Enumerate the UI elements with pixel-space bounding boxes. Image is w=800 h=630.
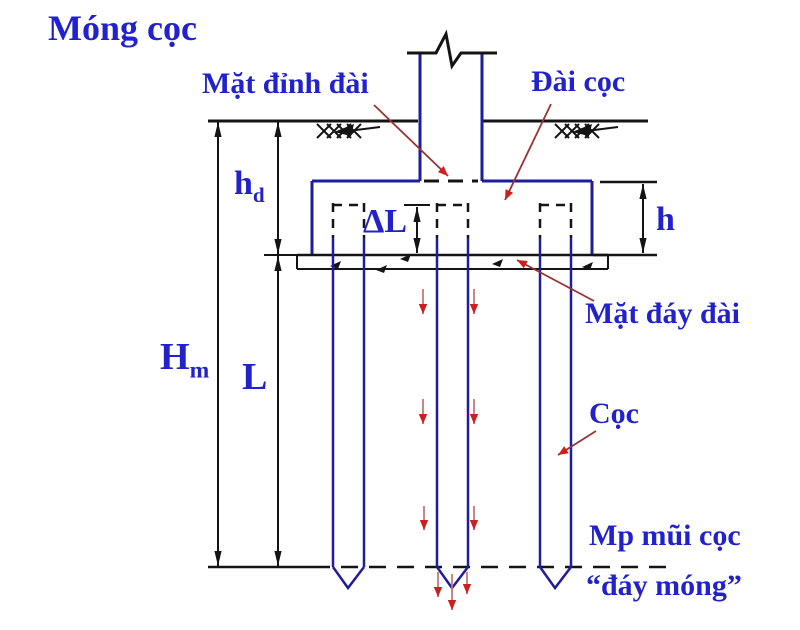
- pile-head-hidden-outline: [435, 203, 470, 238]
- column-break-symbol: [407, 29, 497, 70]
- label-pile-tip-plane: Mp mũi cọc: [589, 519, 741, 552]
- soil-hatch-icon: [316, 123, 381, 139]
- dim-Hm-main: H: [160, 336, 190, 378]
- leader-arrow-cap-bottom: [516, 259, 595, 302]
- dim-label-Hm: Hm: [160, 336, 209, 382]
- page-title: Móng cọc: [48, 8, 197, 48]
- dim-label-hd: hd: [234, 165, 265, 206]
- label-pile-cap-top: Mặt đỉnh đài: [202, 67, 369, 100]
- pad-mark: [376, 265, 387, 273]
- soil-hatch-icon: [554, 123, 619, 139]
- pile-2: [435, 238, 470, 591]
- pad-mark: [330, 261, 341, 269]
- label-pile: Cọc: [589, 397, 639, 430]
- friction-arrows: [418, 289, 479, 530]
- pad-mark: [400, 254, 411, 262]
- dim-hd-main: h: [234, 165, 253, 202]
- leader-arrow-pile-cap: [504, 103, 552, 201]
- dim-hd-sub: d: [252, 182, 265, 207]
- pile-1: [331, 238, 366, 591]
- pile-tip-load-arrows: [433, 572, 472, 610]
- pad-mark: [492, 259, 503, 267]
- pile-3: [538, 238, 573, 591]
- label-pile-cap-bottom: Mặt đáy đài: [585, 297, 741, 330]
- dim-label-dL: ΔL: [363, 203, 407, 240]
- leader-arrow-pile: [557, 430, 597, 456]
- label-pile-cap: Đài cọc: [531, 65, 626, 98]
- dim-label-L: L: [242, 356, 268, 398]
- pile-head-hidden-outline: [538, 203, 573, 238]
- leader-arrow-cap-top: [373, 104, 449, 177]
- pile-head-hidden-outline: [331, 203, 366, 238]
- dim-label-h: h: [656, 201, 675, 238]
- dim-Hm-sub: m: [189, 357, 210, 384]
- pad-mark: [582, 262, 593, 270]
- label-foundation-bottom: “đáy móng”: [586, 569, 742, 602]
